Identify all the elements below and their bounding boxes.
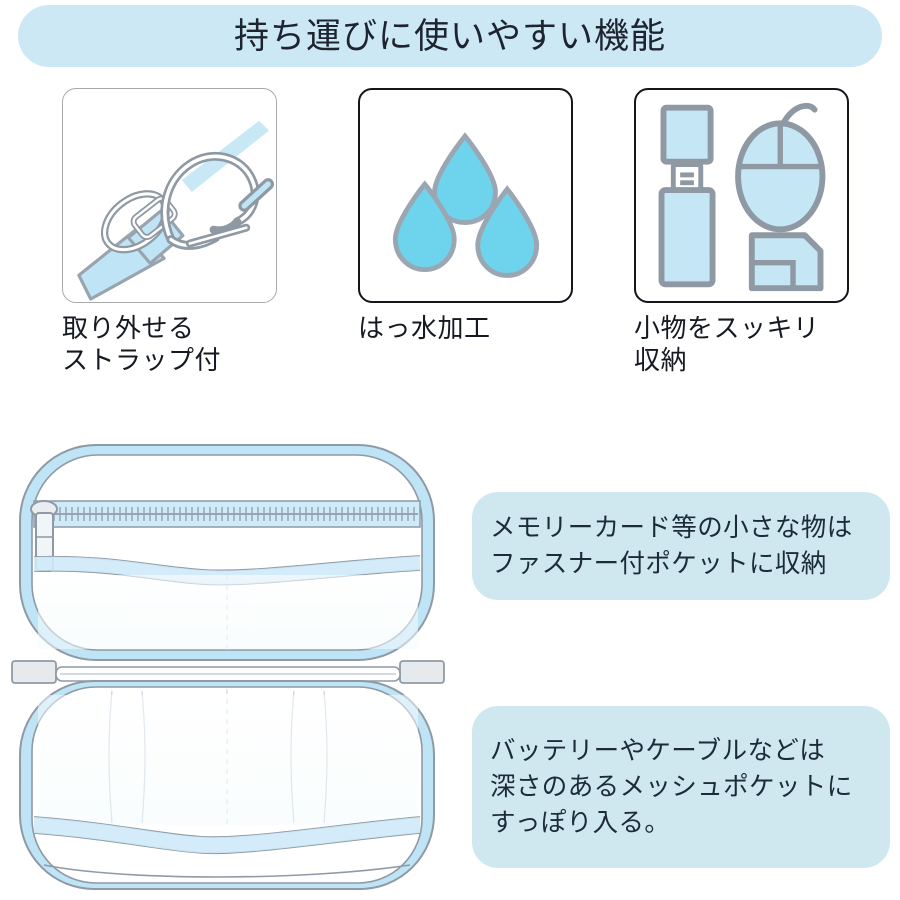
header-banner: 持ち運びに使いやすい機能 [18,5,882,67]
case-upper-half [19,444,435,661]
feature-item-gadget-storage: 小物をスッキリ 収納 [634,88,894,376]
small-gadgets-usb-mouse-sdcard-icon [658,102,826,292]
page-title: 持ち運びに使いやすい機能 [233,16,666,56]
product-illustration [4,425,464,897]
detachable-strap-carabiner-icon [77,120,275,301]
feature-item-detachable-strap: 取り外せる ストラップ付 [62,88,342,376]
open-gadget-case-illustration [11,444,445,890]
case-hinge [11,660,445,684]
icon-box-1 [62,88,277,303]
water-repellent-droplets-icon [392,132,540,278]
feature-caption-2: はっ水加工 [358,313,491,343]
feature-item-water-repellent: はっ水加工 [358,88,608,345]
icon-box-3 [634,88,849,303]
case-lower-half [19,680,435,890]
feature-caption-1: 取り外せる ストラップ付 [62,313,222,375]
note-text-2: バッテリーやケーブルなどは 深さのあるメッシュポケットに すっぽり入る。 [490,736,853,838]
note-battery-cable-pocket: バッテリーやケーブルなどは 深さのあるメッシュポケットに すっぽり入る。 [472,706,890,868]
note-memory-card-pocket: メモリーカード等の小さな物は ファスナー付ポケットに収納 [472,492,890,600]
feature-caption-3: 小物をスッキリ 収納 [634,313,820,375]
icon-box-2 [358,88,573,303]
note-text-1: メモリーカード等の小さな物は ファスナー付ポケットに収納 [490,513,853,578]
feature-row: 取り外せる ストラップ付 はっ水加工 [0,88,900,408]
